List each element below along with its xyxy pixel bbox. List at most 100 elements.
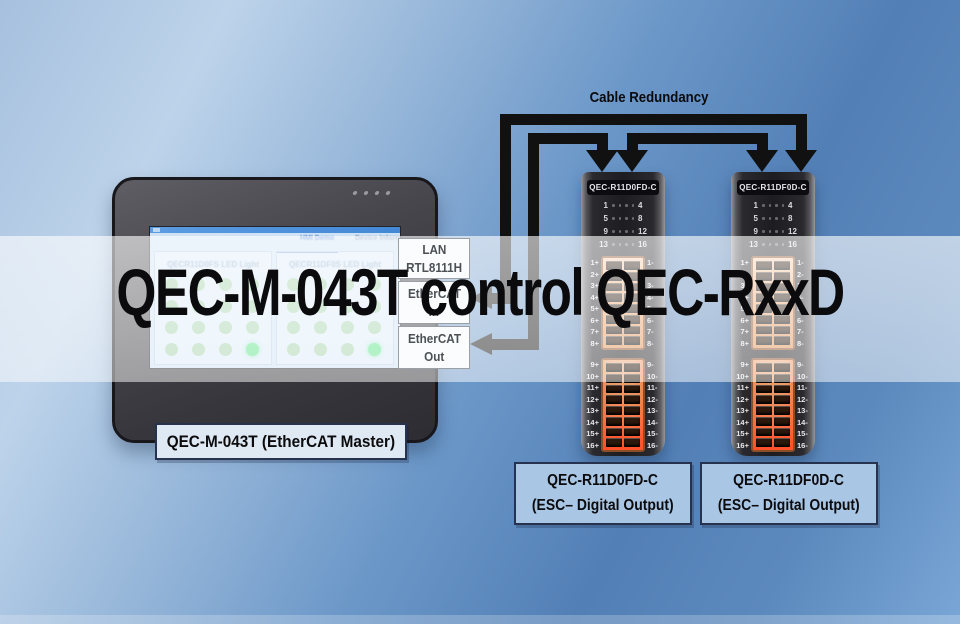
pin-label: 12- — [647, 394, 658, 404]
led-row-dots — [612, 204, 634, 207]
port-label-ethercat-in: EtherCAT In — [398, 281, 470, 324]
cable-b-stub — [597, 133, 608, 152]
terminal-hole — [606, 438, 622, 447]
led-row-start-number: 1 — [603, 201, 608, 210]
terminal-hole — [606, 395, 622, 404]
pin-label: 12+ — [736, 394, 749, 404]
pin-label: 11+ — [736, 383, 749, 393]
module1-caption-line1: QEC-R11D0FD-C — [547, 472, 659, 490]
led-row-start-number: 9 — [753, 227, 758, 236]
master-caption: QEC-M-043T (EtherCAT Master) — [155, 423, 407, 460]
led-row-dots — [762, 217, 784, 220]
led-row-end-number: 12 — [788, 227, 797, 236]
terminal-hole — [624, 416, 640, 426]
terminal-hole — [624, 427, 640, 437]
pin-label: 11- — [647, 383, 658, 393]
module2-caption-line2: (ESC– Digital Output) — [718, 496, 860, 514]
screen-titlebar — [150, 227, 400, 233]
terminal-hole — [606, 416, 622, 426]
pin-label: 16+ — [586, 440, 599, 450]
terminal-hole — [774, 438, 790, 447]
port-label-ethercat-out: EtherCAT Out — [398, 326, 470, 369]
module2-caption-line1: QEC-R11DF0D-C — [733, 472, 845, 490]
pin-label: 14+ — [736, 417, 749, 427]
pin-label: 16- — [647, 440, 658, 450]
terminal-hole — [756, 438, 772, 447]
pin-label: 11- — [797, 383, 808, 393]
led-row-end-number: 8 — [788, 214, 793, 223]
terminal-hole — [606, 406, 622, 415]
cable-a-right-vertical — [796, 114, 807, 152]
terminal-hole — [624, 406, 640, 415]
pin-label: 13+ — [736, 406, 749, 416]
terminal-hole — [624, 438, 640, 447]
terminal-hole — [774, 427, 790, 437]
module-nameplate: QEC-R11D0FD-C — [587, 180, 659, 195]
led-row-start-number: 5 — [753, 214, 758, 223]
terminal-hole — [606, 427, 622, 437]
title-band — [0, 236, 960, 382]
terminal-hole — [774, 395, 790, 404]
port-label-line: LAN — [421, 241, 447, 257]
led-row-end-number: 8 — [638, 214, 643, 223]
window-icon — [153, 228, 160, 232]
terminal-hole — [756, 395, 772, 404]
led-row-end-number: 4 — [638, 201, 643, 210]
arrow-into-module1-left — [586, 150, 618, 172]
pin-label: 14+ — [586, 417, 599, 427]
cable-c-top — [627, 133, 768, 144]
pin-label: 13+ — [586, 406, 599, 416]
cable-a-left-vertical — [500, 114, 511, 304]
module-nameplate: QEC-R11DF0D-C — [737, 180, 809, 195]
module-led-row: 9 12 — [591, 225, 655, 238]
terminal-hole — [624, 384, 640, 394]
port-label-line: Out — [423, 348, 445, 364]
pin-label: 12+ — [586, 394, 599, 404]
cable-a-top — [500, 114, 807, 125]
terminal-hole — [756, 406, 772, 415]
arrow-into-module2-left — [746, 150, 778, 172]
led-row-end-number: 12 — [638, 227, 647, 236]
module2-caption: QEC-R11DF0D-C (ESC– Digital Output) — [700, 462, 878, 525]
port-label-line: In — [428, 303, 440, 319]
port-label-line: RTL8111H — [406, 259, 462, 275]
led-row-start-number: 9 — [603, 227, 608, 236]
terminal-hole — [756, 416, 772, 426]
speaker-grill — [352, 191, 397, 195]
led-row-start-number: 1 — [753, 201, 758, 210]
pin-label: 15+ — [736, 429, 749, 439]
port-label-line: EtherCAT — [407, 330, 461, 346]
cable-c-right-stub — [757, 133, 768, 152]
pin-label: 14- — [797, 417, 808, 427]
module1-caption: QEC-R11D0FD-C (ESC– Digital Output) — [514, 462, 692, 525]
page-title: QEC-M-043T control QEC-RxxD — [116, 255, 845, 329]
port-label-line: EtherCAT — [407, 285, 461, 301]
port-label-lan: LAN RTL8111H — [398, 238, 470, 279]
cable-c-left-stub — [627, 133, 638, 152]
arrow-into-module2-right — [785, 150, 817, 172]
pin-label: 15- — [647, 429, 658, 439]
led-row-dots — [762, 204, 784, 207]
terminal-hole — [774, 416, 790, 426]
terminal-hole — [606, 384, 622, 394]
terminal-hole — [774, 406, 790, 415]
pin-label: 16- — [797, 440, 808, 450]
terminal-hole — [756, 384, 772, 394]
led-row-dots — [612, 230, 634, 233]
pin-label: 15- — [797, 429, 808, 439]
led-row-dots — [612, 217, 634, 220]
cable-redundancy-label: Cable Redundancy — [589, 89, 709, 106]
master-caption-text: QEC-M-043T (EtherCAT Master) — [166, 431, 396, 451]
pin-label: 12- — [797, 394, 808, 404]
terminal-hole — [624, 395, 640, 404]
led-row-start-number: 5 — [603, 214, 608, 223]
pin-label: 15+ — [586, 429, 599, 439]
terminal-hole — [774, 384, 790, 394]
bottom-highlight-stripe — [0, 615, 960, 624]
pin-label: 13- — [647, 406, 658, 416]
